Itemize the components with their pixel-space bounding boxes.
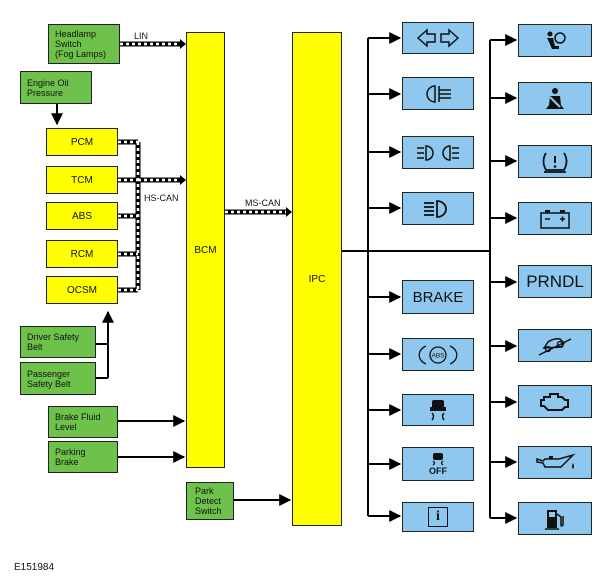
battery-indicator bbox=[518, 202, 592, 235]
parking-brake-box: Parking Brake bbox=[48, 441, 118, 473]
traction-control-indicator bbox=[402, 394, 474, 426]
brake-fluid-level-box: Brake Fluid Level bbox=[48, 406, 118, 438]
turn-signal-indicator bbox=[402, 22, 474, 54]
hill-descent-icon bbox=[538, 337, 572, 356]
brake-indicator: BRAKE bbox=[402, 280, 474, 314]
engine-oil-pressure-box: Engine Oil Pressure bbox=[20, 71, 92, 104]
headlamp-switch-box: Headlamp Switch (Fog Lamps) bbox=[48, 24, 120, 64]
front-fog-lamp-icon bbox=[417, 144, 459, 161]
airbag-icon bbox=[547, 31, 566, 49]
tcm-module: TCM bbox=[46, 166, 118, 194]
rear-fog-indicator bbox=[402, 77, 474, 110]
abs-icon-text: ABS bbox=[431, 352, 445, 359]
right-branches bbox=[490, 34, 518, 524]
abs-warning-icon: ABS bbox=[418, 344, 458, 365]
oil-can-icon bbox=[536, 452, 576, 469]
information-icon: i bbox=[428, 507, 448, 527]
high-beam-icon bbox=[424, 199, 447, 218]
park-detect-switch-box: Park Detect Switch bbox=[186, 482, 234, 520]
fuel-indicator bbox=[518, 502, 592, 535]
oil-pressure-indicator bbox=[518, 446, 592, 479]
abs-module: ABS bbox=[46, 202, 118, 230]
traction-control-icon bbox=[430, 400, 446, 421]
brake-text: BRAKE bbox=[412, 288, 464, 306]
traction-off-text: OFF bbox=[429, 466, 447, 476]
pcm-module: PCM bbox=[46, 128, 118, 156]
abs-indicator: ABS bbox=[402, 338, 474, 371]
lin-bus-line bbox=[120, 39, 186, 49]
rcm-module: RCM bbox=[46, 240, 118, 268]
bcm-module: BCM bbox=[186, 32, 225, 468]
rear-fog-lamp-icon bbox=[426, 84, 451, 103]
figure-id: E151984 bbox=[14, 562, 55, 573]
seatbelt-icon bbox=[546, 87, 564, 109]
driver-safety-belt-box: Driver Safety Belt bbox=[20, 326, 96, 358]
ms-can-bus-line bbox=[225, 207, 292, 217]
lin-bus-label: LIN bbox=[134, 31, 149, 41]
hs-can-bus-line bbox=[118, 139, 186, 293]
information-indicator: i bbox=[402, 502, 474, 532]
check-engine-icon bbox=[540, 392, 569, 411]
airbag-indicator bbox=[518, 24, 592, 57]
check-engine-indicator bbox=[518, 385, 592, 418]
hs-can-bus-label: HS-CAN bbox=[144, 193, 179, 203]
prndl-indicator: PRNDL bbox=[518, 265, 592, 298]
ms-can-bus-label: MS-CAN bbox=[245, 198, 281, 208]
middle-branches bbox=[368, 32, 402, 522]
hill-descent-indicator bbox=[518, 329, 592, 362]
ocsm-module: OCSM bbox=[46, 276, 118, 304]
tire-pressure-indicator bbox=[518, 145, 592, 178]
turn-signal-arrows-icon bbox=[416, 28, 460, 48]
seatbelt-indicator bbox=[518, 82, 592, 115]
tire-pressure-icon bbox=[542, 152, 568, 173]
battery-icon bbox=[540, 209, 570, 229]
passenger-safety-belt-box: Passenger Safety Belt bbox=[20, 362, 96, 395]
fuel-pump-icon bbox=[545, 509, 564, 530]
front-fog-indicator bbox=[402, 136, 474, 169]
prndl-text: PRNDL bbox=[526, 271, 584, 291]
ipc-module: IPC bbox=[292, 32, 342, 526]
traction-control-off-icon bbox=[432, 453, 444, 466]
high-beam-indicator bbox=[402, 192, 474, 225]
traction-off-indicator: OFF bbox=[402, 447, 474, 481]
